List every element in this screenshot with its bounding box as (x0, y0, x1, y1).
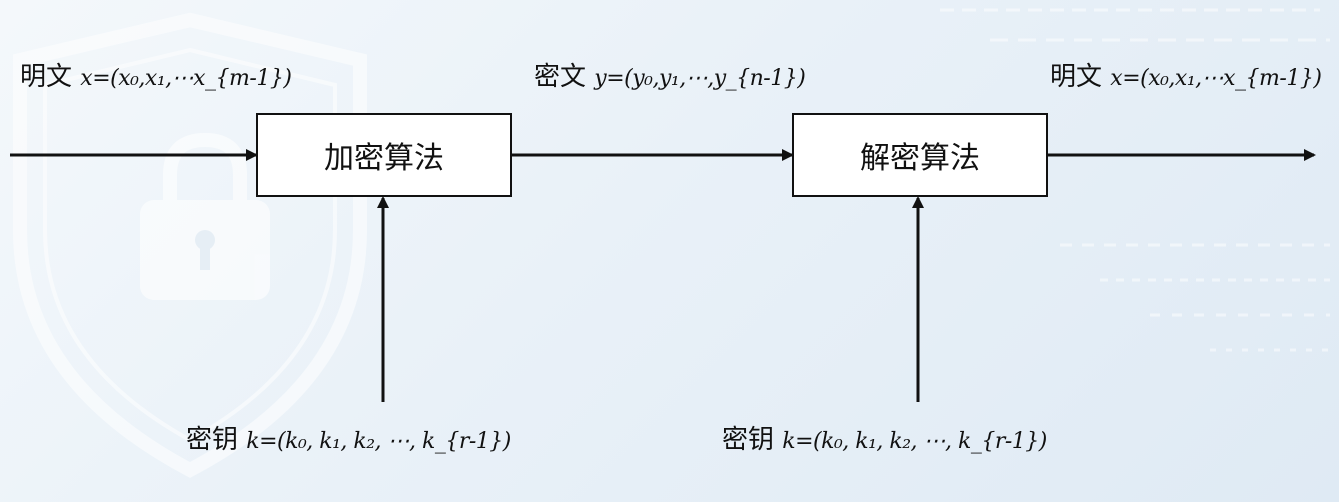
plaintext-output-formula: x=(x₀,x₁,⋯x_{m-1}) (1110, 66, 1322, 91)
ciphertext-label: 密文 y=(y₀,y₁,⋯,y_{n-1}) (534, 62, 806, 94)
decrypt-algorithm-label: 解密算法 (860, 141, 980, 176)
plaintext-output-label: 明文 x=(x₀,x₁,⋯x_{m-1}) (1050, 62, 1322, 94)
encrypt-key-label: 密钥 k=(k₀, k₁, k₂, ⋯, k_{r-1}) (186, 425, 511, 457)
decrypt-key-label: 密钥 k=(k₀, k₁, k₂, ⋯, k_{r-1}) (722, 425, 1047, 457)
decrypt-key-formula: k=(k₀, k₁, k₂, ⋯, k_{r-1}) (782, 429, 1047, 454)
plaintext-input-formula: x=(x₀,x₁,⋯x_{m-1}) (80, 66, 292, 91)
plaintext-input-title: 明文 (20, 62, 73, 92)
ciphertext-title: 密文 (534, 62, 587, 92)
plaintext-output-title: 明文 (1050, 62, 1103, 92)
ciphertext-formula: y=(y₀,y₁,⋯,y_{n-1}) (594, 66, 806, 91)
encrypt-key-title: 密钥 (186, 425, 239, 455)
encrypt-algorithm-box: 加密算法 (256, 113, 512, 197)
decrypt-key-title: 密钥 (722, 425, 775, 455)
decrypt-algorithm-box: 解密算法 (792, 113, 1048, 197)
encrypt-algorithm-label: 加密算法 (324, 141, 444, 176)
plaintext-input-label: 明文 x=(x₀,x₁,⋯x_{m-1}) (20, 62, 292, 94)
encrypt-key-formula: k=(k₀, k₁, k₂, ⋯, k_{r-1}) (246, 429, 511, 454)
